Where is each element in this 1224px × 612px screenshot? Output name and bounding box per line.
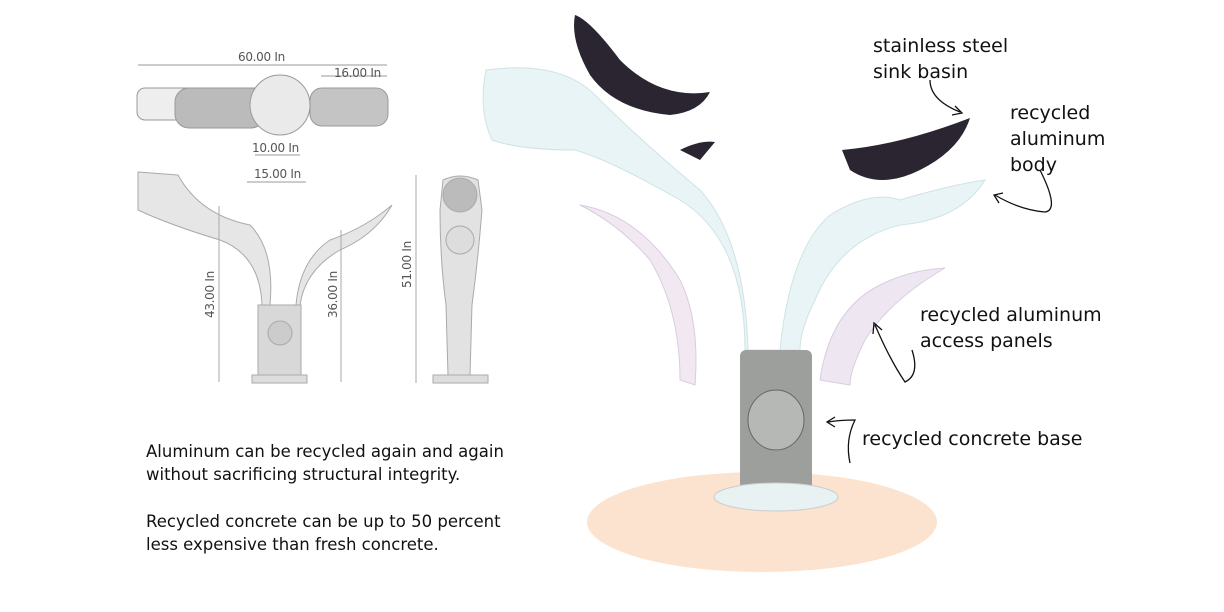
basin-2 bbox=[842, 118, 970, 180]
note-line: Recycled concrete can be up to 50 percen… bbox=[146, 512, 501, 531]
note-line: Aluminum can be recycled again and again bbox=[146, 442, 504, 461]
callout-sink-basin: stainless steel sink basin bbox=[873, 33, 1008, 85]
note-aluminum: Aluminum can be recycled again and again… bbox=[146, 440, 504, 486]
callout-line: access panels bbox=[920, 330, 1053, 352]
callout-line: recycled concrete base bbox=[862, 428, 1083, 450]
dim-overall-height: 51.00 In bbox=[400, 241, 414, 288]
callout-line: stainless steel bbox=[873, 35, 1009, 57]
dim-basin-width: 16.00 In bbox=[334, 66, 381, 80]
dim-outer-base: 15.00 In bbox=[254, 167, 301, 181]
side-view-drawing bbox=[415, 175, 489, 384]
callout-line: body bbox=[1010, 154, 1057, 176]
basin-3 bbox=[680, 141, 715, 160]
note-line: without sacrificing structural integrity… bbox=[146, 465, 461, 484]
dim-low-basin-height: 36.00 In bbox=[326, 271, 340, 318]
top-view-drawing bbox=[136, 64, 389, 183]
callout-line: sink basin bbox=[873, 61, 969, 83]
callout-arrows bbox=[825, 79, 1052, 464]
note-line: less expensive than fresh concrete. bbox=[146, 535, 439, 554]
basin-1 bbox=[574, 15, 710, 115]
callout-panels: recycled aluminum access panels bbox=[920, 302, 1102, 354]
front-view-drawing bbox=[137, 171, 393, 384]
fountain-render bbox=[482, 15, 986, 512]
dim-total-width: 60.00 In bbox=[238, 50, 285, 64]
callout-line: aluminum bbox=[1010, 128, 1106, 150]
note-concrete: Recycled concrete can be up to 50 percen… bbox=[146, 510, 501, 556]
callout-base: recycled concrete base bbox=[862, 426, 1082, 452]
callout-body: recycled aluminum body bbox=[1010, 100, 1105, 178]
floor-ellipse bbox=[587, 472, 937, 572]
callout-line: recycled bbox=[1010, 102, 1091, 124]
callout-line: recycled aluminum bbox=[920, 304, 1102, 326]
dim-high-basin-height: 43.00 In bbox=[203, 271, 217, 318]
dim-inner-base: 10.00 In bbox=[252, 141, 299, 155]
